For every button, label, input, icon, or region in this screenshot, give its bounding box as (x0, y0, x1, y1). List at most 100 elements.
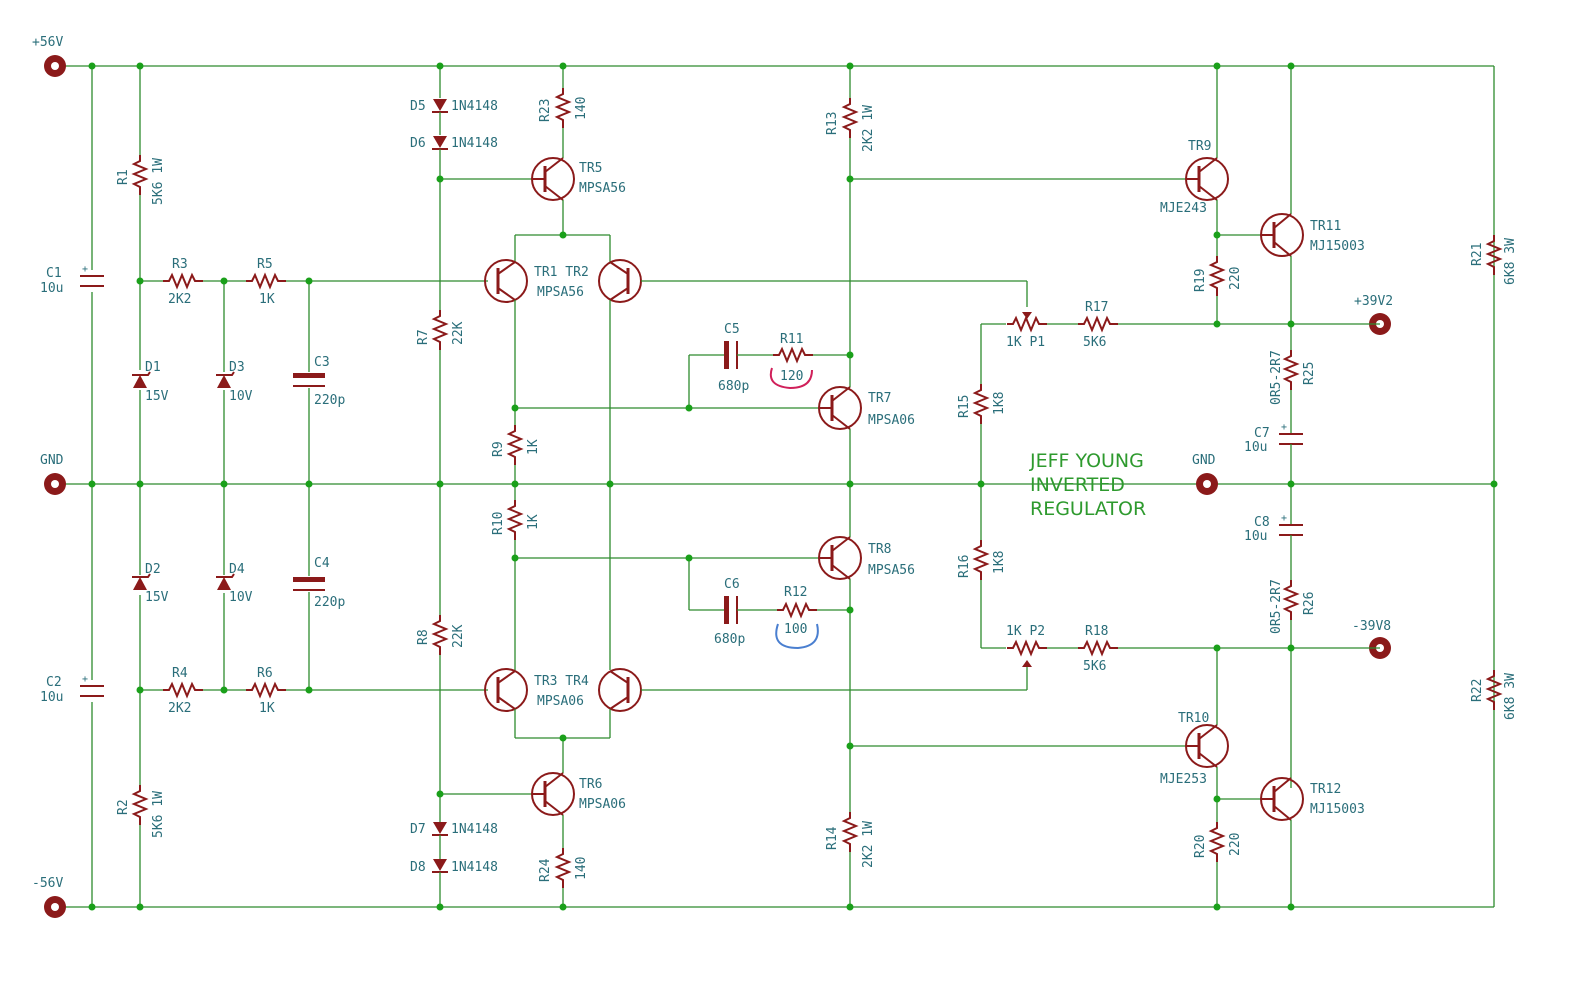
r15-value: 1K8 (992, 392, 1007, 415)
terminal-out-gnd[interactable] (1196, 473, 1218, 495)
tr3-tr4-label: TR3 TR4 (534, 674, 589, 689)
c8-value: 10u (1244, 529, 1267, 544)
r1-resistor (133, 154, 147, 196)
tr6-label: TR6 (579, 777, 602, 792)
c8-label: C8 (1254, 515, 1270, 530)
r20-value: 220 (1228, 833, 1243, 856)
r4-value: 2K2 (168, 701, 191, 716)
d5-value: 1N4148 (451, 99, 498, 114)
d1-zener (132, 371, 151, 388)
p1-potentiometer[interactable] (1006, 312, 1048, 331)
tr7-transistor (818, 386, 862, 430)
r6-resistor (245, 683, 287, 697)
r13-label: R13 (825, 112, 840, 135)
c4-capacitor (293, 577, 325, 591)
r16-resistor (974, 539, 988, 581)
c3-label: C3 (314, 355, 330, 370)
r15-resistor (974, 383, 988, 425)
r26-resistor (1284, 579, 1298, 621)
tr1-transistor (484, 259, 528, 303)
r17-value: 5K6 (1083, 335, 1106, 350)
r22-value: 6K8 3W (1503, 673, 1518, 720)
d6-value: 1N4148 (451, 136, 498, 151)
rail-label-out-neg: -39V8 (1352, 619, 1391, 634)
r5-resistor (245, 274, 287, 288)
r9-resistor (508, 424, 522, 466)
r2-label: R2 (116, 799, 131, 815)
r26-label-value: 0R5-2R7 (1269, 579, 1284, 634)
r20-label: R20 (1193, 835, 1208, 858)
r16-value: 1K8 (992, 551, 1007, 574)
d8-value: 1N4148 (451, 860, 498, 875)
c3-value: 220p (314, 393, 345, 408)
d4-value: 10V (229, 590, 253, 605)
rail-label-neg: -56V (32, 876, 63, 891)
tr8-transistor (818, 536, 862, 580)
r7-resistor (433, 309, 447, 351)
tr8-value: MPSA56 (868, 563, 915, 578)
r18-value: 5K6 (1083, 659, 1106, 674)
r21-label: R21 (1470, 243, 1485, 266)
r6-value: 1K (259, 701, 275, 716)
d7-value: 1N4148 (451, 822, 498, 837)
r24-value: 140 (574, 857, 589, 880)
title-line-1: JEFF YOUNG (1029, 450, 1144, 472)
r18-label: R18 (1085, 624, 1108, 639)
r25-resistor (1284, 349, 1298, 391)
terminal-neg[interactable] (44, 896, 66, 918)
d7-diode (432, 822, 448, 836)
d1-value: 15V (145, 389, 169, 404)
c6-value: 680p (714, 632, 745, 647)
tr12-transistor (1260, 777, 1304, 821)
r25-label-value: 0R5-2R7 (1269, 350, 1284, 405)
r5-value: 1K (259, 292, 275, 307)
r24-label: R24 (538, 858, 553, 882)
c2-value: 10u (40, 690, 63, 705)
r4-label: R4 (172, 666, 188, 681)
r9-label: R9 (491, 441, 506, 457)
tr4-transistor (598, 668, 642, 712)
r12-value: 100 (784, 622, 807, 637)
r18-resistor (1077, 641, 1119, 655)
c4-value: 220p (314, 595, 345, 610)
r26-label: R26 (1302, 592, 1317, 615)
r10-resistor (508, 499, 522, 541)
r19-resistor (1210, 255, 1224, 297)
r10-label: R10 (491, 512, 506, 535)
tr12-value: MJ15003 (1310, 802, 1365, 817)
r24-resistor (556, 847, 570, 889)
r4-resistor (162, 683, 204, 697)
r23-value: 140 (574, 97, 589, 120)
tr1-tr2-value: MPSA56 (537, 285, 584, 300)
terminal-pos[interactable] (44, 55, 66, 77)
c6-label: C6 (724, 577, 740, 592)
tr7-label: TR7 (868, 391, 891, 406)
d3-label: D3 (229, 360, 245, 375)
r7-value: 22K (451, 321, 466, 345)
r13-value: 2K2 1W (861, 105, 876, 152)
r12-highlight-mark (775, 623, 819, 650)
tr3-transistor (484, 668, 528, 712)
tr7-value: MPSA06 (868, 413, 915, 428)
r11-label: R11 (780, 332, 803, 347)
r14-label: R14 (825, 826, 840, 850)
c5-capacitor (724, 341, 738, 369)
terminal-gnd[interactable] (44, 473, 66, 495)
d6-label: D6 (410, 136, 426, 151)
tr10-transistor (1185, 724, 1229, 768)
tr2-transistor (598, 259, 642, 303)
c4-label: C4 (314, 556, 330, 571)
tr5-label: TR5 (579, 161, 602, 176)
rail-wires (55, 65, 1495, 908)
rail-label-gnd: GND (40, 453, 64, 468)
p2-potentiometer[interactable] (1006, 641, 1048, 667)
r14-value: 2K2 1W (861, 821, 876, 868)
title-line-3: REGULATOR (1030, 498, 1146, 520)
d5-diode (432, 99, 448, 113)
r14-resistor (843, 811, 857, 853)
tr8-label: TR8 (868, 542, 891, 557)
c5-value: 680p (718, 379, 749, 394)
c8-capacitor (1279, 524, 1303, 536)
c6-capacitor (724, 596, 738, 624)
